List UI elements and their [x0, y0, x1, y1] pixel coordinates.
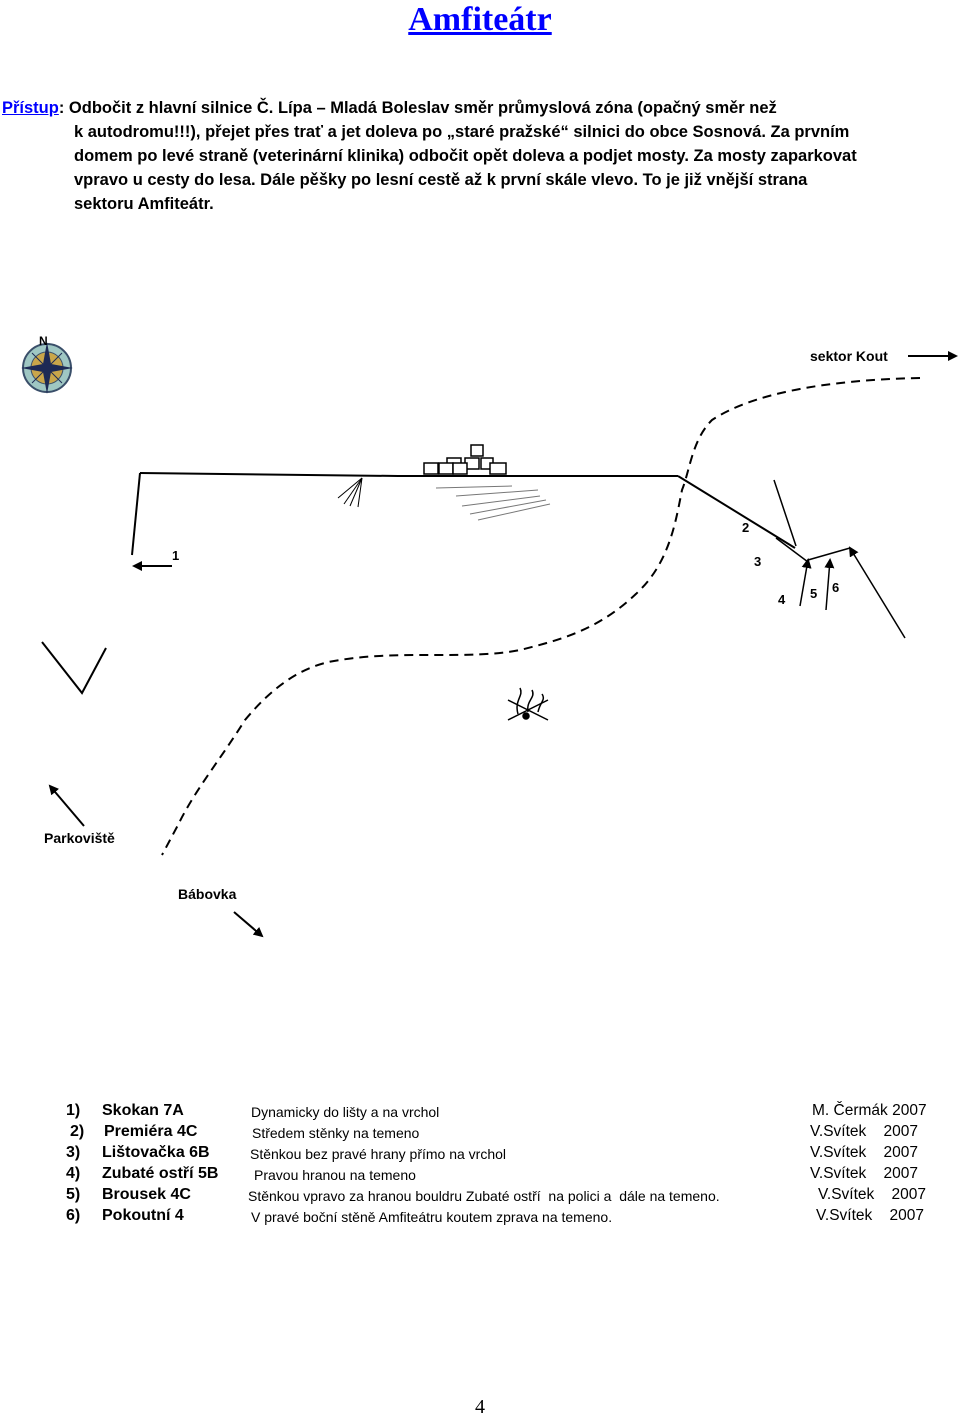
access-paragraph: Přístup: Odbočit z hlavní silnice Č. Líp…	[2, 96, 952, 216]
route-author: V.Svítek 2007	[816, 1207, 925, 1224]
route-author: V.Svítek 2007	[810, 1123, 919, 1140]
route-row: 6) Pokoutní 4 V pravé boční stěně Amfite…	[0, 1207, 960, 1229]
access-line-1: : Odbočit z hlavní silnice Č. Lípa – Mla…	[58, 99, 777, 117]
route-marker-6: 6	[832, 580, 840, 595]
rock-outline-right	[677, 475, 796, 549]
route-number: 5)	[66, 1186, 81, 1203]
route-description: Stěnkou vpravo za hranou bouldru Zubaté …	[248, 1188, 720, 1204]
route-description: Stěnkou bez pravé hrany přímo na vrchol	[250, 1146, 507, 1162]
route-name: Brousek 4C	[102, 1186, 191, 1203]
route-3-line	[775, 537, 809, 563]
access-line-5: sektoru Amfiteátr.	[74, 195, 214, 213]
parking-arrow	[48, 784, 85, 827]
route-number: 1)	[66, 1102, 81, 1119]
route-5-arrow	[824, 558, 835, 611]
route-marker-4: 4	[778, 592, 786, 607]
route-2-line	[773, 479, 797, 547]
compass-icon	[21, 342, 73, 394]
babovka-label: Bábovka	[178, 886, 237, 902]
rock-outline-lower-left	[41, 641, 107, 695]
access-path	[161, 377, 921, 856]
route-marker-5: 5	[810, 586, 818, 601]
route-row: 1) Skokan 7A Dynamicky do lišty a na vrc…	[0, 1102, 960, 1124]
route-row: 3) Lištovačka 6B Stěnkou bez pravé hrany…	[0, 1144, 960, 1166]
sector-map: N	[0, 320, 960, 940]
route-number: 3)	[66, 1144, 81, 1161]
rock-outline-top-left	[139, 472, 399, 477]
route-6-arrow	[848, 546, 906, 639]
access-line-3: domem po levé straně (veterinární klinik…	[74, 147, 857, 165]
route-row: 4) Zubaté ostří 5B Pravou hranou na teme…	[0, 1165, 960, 1187]
page-number: 4	[475, 1396, 485, 1418]
rock-hatching	[337, 477, 363, 508]
access-line-4: vpravo u cesty do lesa. Dále pěšky po le…	[74, 171, 808, 189]
route-name: Skokan 7A	[102, 1102, 184, 1119]
rock-hatching-gray	[435, 485, 551, 521]
route-name: Lištovačka 6B	[102, 1144, 210, 1161]
route-name: Pokoutní 4	[102, 1207, 184, 1224]
route-marker-3: 3	[754, 554, 762, 569]
compass-north-label: N	[39, 334, 48, 348]
campfire-icon	[507, 687, 549, 721]
page-title: Amfiteátr	[408, 1, 552, 38]
route-author: V.Svítek 2007	[810, 1165, 919, 1182]
route-description: Středem stěnky na temeno	[252, 1125, 420, 1141]
map-drawing: N	[21, 334, 958, 938]
route-4-arrow	[799, 558, 812, 607]
route-marker-2: 2	[742, 520, 750, 535]
route-description: Dynamicky do lišty a na vrchol	[251, 1104, 440, 1120]
rock-outline-left	[131, 472, 141, 556]
parking-label: Parkoviště	[44, 830, 115, 846]
route-ledge-line	[807, 547, 851, 561]
route-author: V.Svítek 2007	[818, 1186, 927, 1203]
route-author: M. Čermák 2007	[812, 1102, 927, 1119]
boulders-icon	[423, 444, 507, 475]
babovka-arrow	[233, 911, 264, 938]
route-name: Zubaté ostří 5B	[102, 1165, 219, 1182]
route-number: 4)	[66, 1165, 81, 1182]
route-number: 2)	[70, 1123, 85, 1140]
access-line-2: k autodromu!!!), přejet přes trať a jet …	[74, 123, 850, 141]
route-marker-1: 1	[172, 548, 180, 563]
access-label: Přístup	[2, 99, 59, 117]
route-description: Pravou hranou na temeno	[254, 1167, 416, 1183]
route-number: 6)	[66, 1207, 81, 1224]
sektor-kout-label: sektor Kout	[810, 348, 888, 364]
route-author: V.Svítek 2007	[810, 1144, 919, 1161]
route-name: Premiéra 4C	[104, 1123, 198, 1140]
route-description: V pravé boční stěně Amfiteátru koutem zp…	[251, 1209, 613, 1225]
route-row: 5) Brousek 4C Stěnkou vpravo za hranou b…	[0, 1186, 960, 1208]
route-row: 2) Premiéra 4C Středem stěnky na temeno …	[0, 1123, 960, 1145]
